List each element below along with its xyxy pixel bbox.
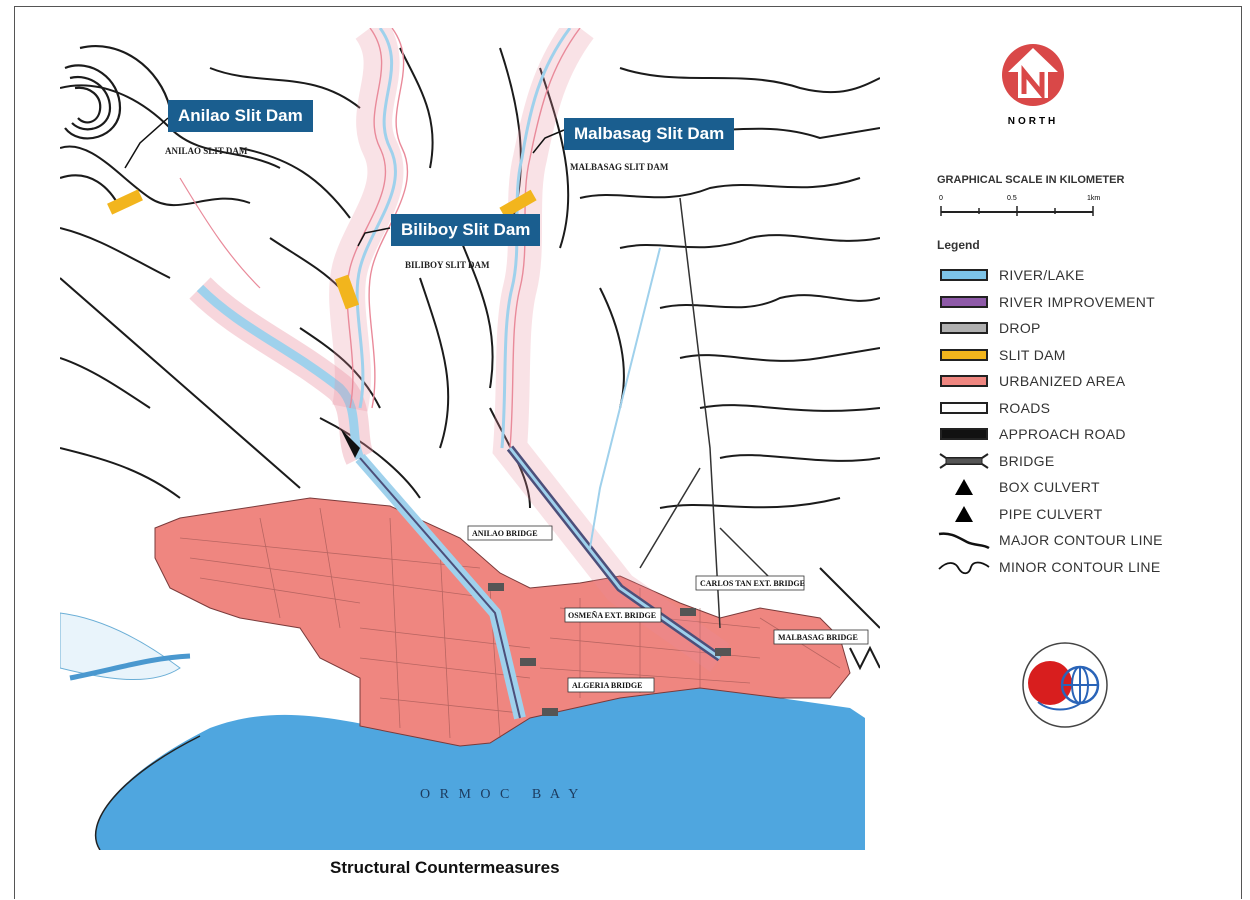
biliboy-river xyxy=(329,28,409,412)
bay-label: O R M O C B A Y xyxy=(420,787,581,802)
osmena-bridge-label: OSMEÑA EXT. BRIDGE xyxy=(568,611,656,620)
legend-swatch xyxy=(937,344,991,366)
scale-title: GRAPHICAL SCALE IN KILOMETER xyxy=(937,174,1125,186)
legend-item: RIVER IMPROVEMENT xyxy=(937,289,1163,316)
malbasag-slit-dam-mark xyxy=(499,189,537,219)
scale-tick-2: 1km xyxy=(1087,195,1100,202)
legend-swatch-box xyxy=(940,295,988,308)
legend-label: BRIDGE xyxy=(999,452,1055,469)
biliboy-slit-dam-mark xyxy=(334,274,360,310)
legend-label: DROP xyxy=(999,320,1041,337)
legend-label: URBANIZED AREA xyxy=(999,373,1126,390)
coastline xyxy=(94,735,201,850)
legend-label: SLIT DAM xyxy=(999,346,1066,363)
anilao-dam-map-label: ANILAO SLIT DAM xyxy=(165,146,248,156)
legend-swatch xyxy=(937,264,991,286)
figure-frame xyxy=(14,6,1242,899)
figure-caption: Structural Countermeasures xyxy=(330,858,560,877)
legend-label: APPROACH ROAD xyxy=(999,426,1126,443)
legend-label: PIPE CULVERT xyxy=(999,505,1103,522)
legend-item: BRIDGE xyxy=(937,448,1163,475)
legend-item: ROADS xyxy=(937,395,1163,422)
left-stream xyxy=(69,653,191,681)
approach-road-mark xyxy=(340,428,370,458)
legend-swatch-box xyxy=(940,322,988,335)
anilao-bridge-label: ANILAO BRIDGE xyxy=(472,529,538,538)
callout-leaders xyxy=(124,117,565,247)
scale-tick-1: 0.5 xyxy=(1007,195,1017,202)
legend-item: MAJOR CONTOUR LINE xyxy=(937,527,1163,554)
legend-swatch-box xyxy=(940,269,988,282)
legend-swatch xyxy=(937,370,991,392)
agency-logo xyxy=(1020,640,1110,734)
callout-biliboy-slit-dam: Biliboy Slit Dam xyxy=(391,214,541,246)
legend-item: BOX CULVERT xyxy=(937,474,1163,501)
legend-swatch-box xyxy=(940,401,988,414)
agency-logo-icon xyxy=(1022,642,1108,728)
legend-item: SLIT DAM xyxy=(937,342,1163,369)
legend: Legend RIVER/LAKE RIVER IMPROVEMENT DROP SL… xyxy=(937,238,1163,580)
north-logo-icon xyxy=(1002,44,1064,106)
legend-swatch xyxy=(937,317,991,339)
bridges xyxy=(488,583,731,716)
minor-contour-icon xyxy=(937,556,991,578)
legend-swatch xyxy=(937,291,991,313)
legend-item: URBANIZED AREA xyxy=(937,368,1163,395)
street-grid xyxy=(179,507,841,739)
legend-swatch-box xyxy=(940,428,988,441)
callout-malbasag-slit-dam: Malbasag Slit Dam xyxy=(564,118,735,150)
legend-label: MINOR CONTOUR LINE xyxy=(999,558,1161,575)
bridge-labels: ANILAO BRIDGE OSMEÑA EXT. BRIDGE ALGERIA… xyxy=(467,525,869,693)
scale-bar: 0 0.5 1km xyxy=(939,195,1100,216)
legend-label: ROADS xyxy=(999,399,1051,416)
legend-item: RIVER/LAKE xyxy=(937,262,1163,289)
north-label: NORTH xyxy=(1007,116,1059,127)
bridge-icon xyxy=(937,450,991,472)
legend-swatch-box xyxy=(940,375,988,388)
biliboy-dam-map-label: BILIBOY SLIT DAM xyxy=(405,260,490,270)
legend-items: RIVER/LAKE RIVER IMPROVEMENT DROP SLIT DAM U… xyxy=(937,262,1163,580)
legend-label: RIVER/LAKE xyxy=(999,267,1085,284)
north-arrow: NORTH xyxy=(968,42,1098,127)
legend-label: BOX CULVERT xyxy=(999,479,1100,496)
legend-item: MINOR CONTOUR LINE xyxy=(937,554,1163,581)
algeria-bridge-label: ALGERIA BRIDGE xyxy=(572,681,642,690)
graphical-scale: GRAPHICAL SCALE IN KILOMETER 0 0.5 1km xyxy=(937,174,1124,226)
anilao-river xyxy=(179,177,526,720)
ormoc-bay xyxy=(95,688,865,850)
legend-label: RIVER IMPROVEMENT xyxy=(999,293,1156,310)
legend-swatch-box xyxy=(940,348,988,361)
malbasag-dam-map-label: MALBASAG SLIT DAM xyxy=(570,162,669,172)
malbasag-bridge-label: MALBASAG BRIDGE xyxy=(778,633,858,642)
legend-item: PIPE CULVERT xyxy=(937,501,1163,528)
culvert-triangle-icon xyxy=(937,503,991,525)
map: ANILAO SLIT DAM MALBASAG SLIT DAM BILIBO… xyxy=(60,28,880,850)
legend-swatch xyxy=(937,423,991,445)
carlos-tan-bridge-label: CARLOS TAN EXT. BRIDGE xyxy=(700,579,805,588)
culvert-triangle-icon xyxy=(937,476,991,498)
legend-item: DROP xyxy=(937,315,1163,342)
major-contour-icon xyxy=(937,529,991,551)
legend-swatch xyxy=(937,397,991,419)
scale-tick-0: 0 xyxy=(939,195,943,202)
slit-dams xyxy=(107,189,537,310)
callout-anilao-slit-dam: Anilao Slit Dam xyxy=(168,100,313,132)
anilao-slit-dam-mark xyxy=(107,189,143,215)
legend-title: Legend xyxy=(937,238,980,252)
legend-item: APPROACH ROAD xyxy=(937,421,1163,448)
legend-label: MAJOR CONTOUR LINE xyxy=(999,532,1163,549)
